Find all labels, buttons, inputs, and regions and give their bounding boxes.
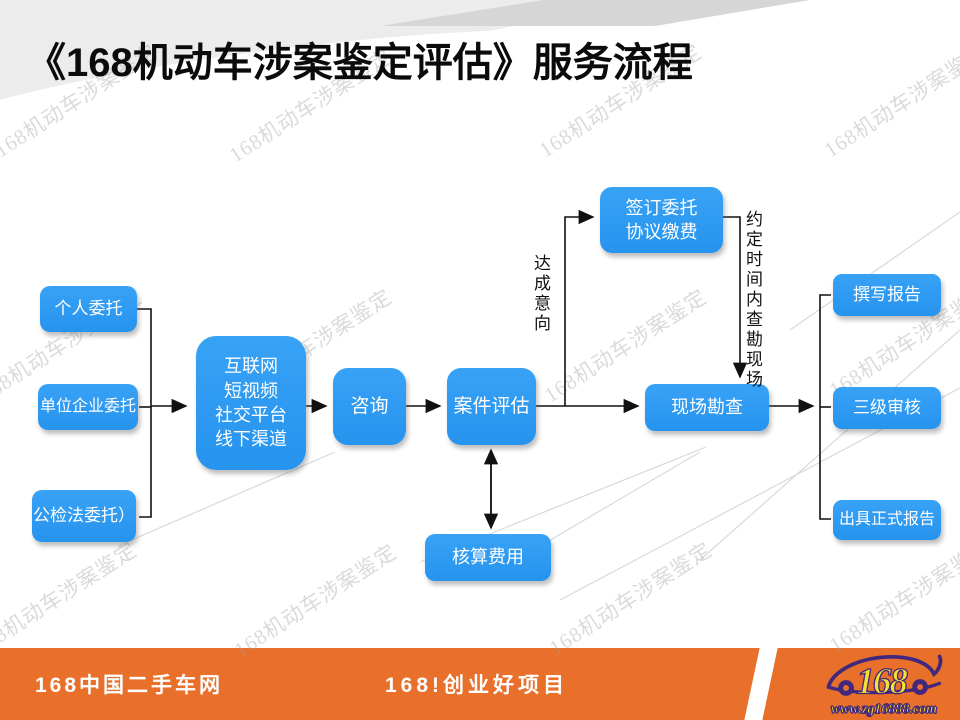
node-consult: 咨询 <box>333 368 406 445</box>
car-logo-icon: 168 <box>826 654 943 703</box>
node-label-line: 协议缴费 <box>625 222 698 242</box>
edge-label-survey-schedule: 约定时间内查勘现场 <box>743 210 762 390</box>
node-label: 三级审核 <box>853 397 921 417</box>
node-label: 撰写报告 <box>853 284 921 304</box>
node-three-level-review: 三级审核 <box>833 387 941 429</box>
edge-label-reach-intent: 达成意向 <box>531 254 550 334</box>
node-label: 核算费用 <box>452 547 524 568</box>
footer-site-name: 168中国二手车网 <box>35 674 224 697</box>
logo-website: www.zg16888.com <box>830 702 938 718</box>
node-sign-agreement: 签订委托 协议缴费 <box>600 187 723 253</box>
node-personal-commission: 个人委托 <box>40 286 137 332</box>
node-cost-accounting: 核算费用 <box>425 534 551 581</box>
node-label: 咨询 <box>350 395 389 417</box>
node-label: 现场勘查 <box>671 397 743 418</box>
company-logo: 168 www.zg16888.com <box>818 650 950 718</box>
node-label: 个人委托 <box>54 298 123 318</box>
node-label: 案件评估 <box>453 395 530 417</box>
node-label-line: 社交平台 <box>215 405 287 425</box>
node-issue-formal-report: 出具正式报告 <box>833 500 941 540</box>
node-channels: 互联网 短视频 社交平台 线下渠道 <box>196 336 306 470</box>
node-label: 单位企业委托 <box>39 398 136 416</box>
node-label-line: 短视频 <box>224 380 278 401</box>
node-site-survey: 现场勘查 <box>645 384 769 431</box>
node-case-evaluate: 案件评估 <box>447 368 536 445</box>
node-label-line: 互联网 <box>224 356 278 377</box>
node-label-line: 线下渠道 <box>215 429 287 450</box>
node-judicial-commission: 公检法委托） <box>32 490 136 542</box>
node-company-commission: 单位企业委托 <box>38 384 138 430</box>
node-label-line: 签订委托 <box>625 197 698 218</box>
node-label: 出具正式报告 <box>838 511 935 529</box>
node-label: 公检法委托） <box>33 505 135 525</box>
page-title: 《168机动车涉案鉴定评估》服务流程 <box>26 41 693 85</box>
node-write-report: 撰写报告 <box>833 274 941 316</box>
footer-bar <box>0 648 960 720</box>
footer-slogan: 168!创业好项目 <box>385 674 569 697</box>
logo-number: 168 <box>856 662 907 700</box>
